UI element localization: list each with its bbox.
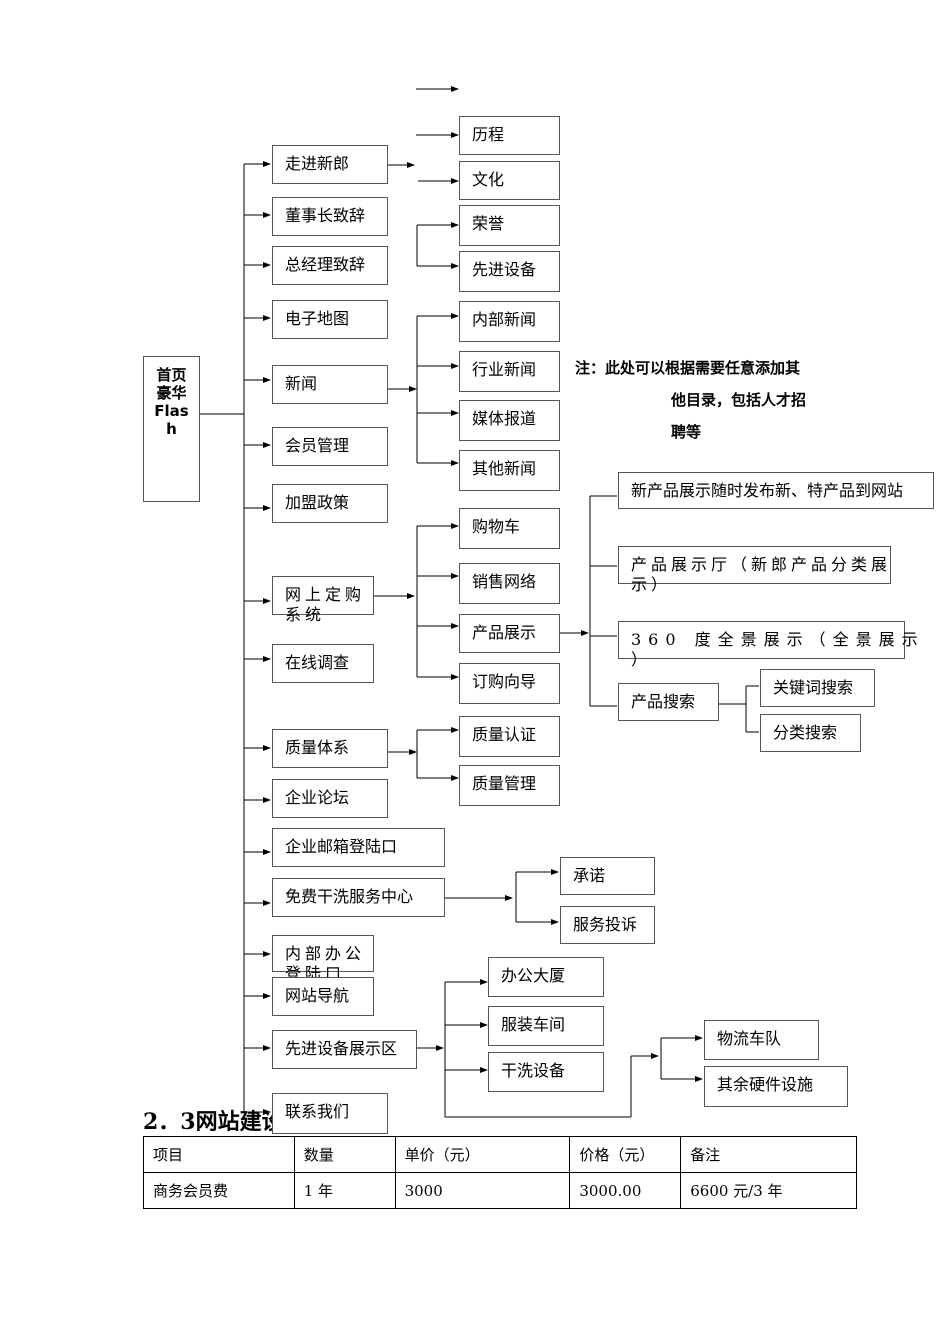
node-enterprise-forum: 企业论坛 [272,779,388,818]
node-other-hardware: 其余硬件设施 [704,1066,848,1107]
node-product-display: 产品展示 [459,614,560,653]
node-chairman-message: 董事长致辞 [272,197,388,236]
node-equipment-showroom: 先进设备展示区 [272,1030,417,1069]
node-site-navigation: 网站导航 [272,977,374,1016]
node-panorama-tail: ） [631,650,655,669]
node-commitment: 承诺 [560,857,655,895]
node-industry-news: 行业新闻 [459,351,560,392]
node-product-hall-label: 产品展示厅（新郎产品分类展 [631,555,892,574]
node-history: 历程 [459,116,560,155]
node-news: 新闻 [272,365,388,404]
node-new-product-release: 新产品展示随时发布新、特产品到网站 [618,472,934,509]
table-cell: 6600 元/3 年 [680,1172,857,1209]
node-product-search: 产品搜索 [618,683,719,721]
node-sales-network: 销售网络 [459,563,560,604]
node-internal-office-label: 内部办公 [285,944,366,963]
table-row: 商务会员费 1 年 3000 3000.00 6600 元/3 年 [143,1172,857,1209]
table-cell: 1 年 [293,1172,396,1209]
node-panorama-display: 360 度全景展示（全景展示 ） [618,621,918,669]
node-quality-management: 质量管理 [459,765,560,806]
table-header-cell: 单价（元） [394,1136,571,1173]
node-quality-certification: 质量认证 [459,716,560,757]
node-online-survey: 在线调查 [272,644,374,683]
node-e-map: 电子地图 [272,300,388,339]
node-other-news: 其他新闻 [459,450,560,491]
table-header-cell: 项目 [143,1136,295,1173]
node-enterprise-mail-login: 企业邮箱登陆口 [272,828,445,867]
node-shopping-cart: 购物车 [459,508,560,549]
root-line-2: 豪华 [156,384,187,402]
note-line-1: 注：此处可以根据需要任意添加其 [575,359,801,377]
node-internal-office: 内部办公 登陆口 [272,935,374,983]
node-dryclean-equipment: 干洗设备 [488,1052,604,1092]
table-header-cell: 数量 [293,1136,396,1173]
note-line-3: 聘等 [671,423,702,441]
root-home-flash-node: 首页 豪华 Flas h [143,356,200,502]
note-line-2: 他目录，包括人才招 [671,391,807,409]
table-header-row: 项目 数量 单价（元） 价格（元） 备注 [143,1136,857,1173]
node-contact-us-overlay: 联系我们 [272,1093,388,1134]
table-cell: 商务会员费 [143,1172,295,1209]
node-keyword-search: 关键词搜索 [760,669,875,707]
node-advanced-equipment: 先进设备 [459,251,560,292]
node-gm-message: 总经理致辞 [272,246,388,285]
table-header-cell: 价格（元） [569,1136,682,1173]
table-cell: 3000 [394,1172,571,1209]
node-culture: 文化 [459,161,560,200]
table-header-cell: 备注 [680,1136,857,1173]
node-online-order-label: 网上定购 [285,585,366,604]
node-panorama-label: 360 度全景展示（全景展示 [631,630,925,649]
node-product-hall: 产品展示厅（新郎产品分类展 示） [618,546,892,594]
node-member-management: 会员管理 [272,427,388,466]
root-line-1: 首页 [156,366,187,384]
table-cell: 3000.00 [569,1172,682,1209]
price-table: 项目 数量 单价（元） 价格（元） 备注 商务会员费 1 年 3000 3000… [143,1136,857,1209]
node-online-order-tail: 系统 [285,605,326,624]
root-line-4: h [166,420,177,438]
node-internal-news: 内部新闻 [459,301,560,342]
node-media-reports: 媒体报道 [459,400,560,441]
node-office-building: 办公大厦 [488,957,604,997]
node-category-search: 分类搜索 [760,714,861,752]
node-about-us: 走进新郎 [272,145,388,184]
node-garment-workshop: 服装车间 [488,1006,604,1046]
node-quality-system: 质量体系 [272,729,388,768]
node-franchise-policy: 加盟政策 [272,484,388,523]
node-order-guide: 订购向导 [459,663,560,704]
node-product-hall-tail: 示） [631,575,672,594]
node-online-order: 网上定购 系统 [272,576,374,624]
node-service-complaint: 服务投诉 [560,906,655,944]
node-logistics-fleet: 物流车队 [704,1020,819,1060]
node-honors: 荣誉 [459,205,560,246]
node-free-dryclean-center: 免费干洗服务中心 [272,878,445,917]
root-line-3: Flas [154,402,189,420]
